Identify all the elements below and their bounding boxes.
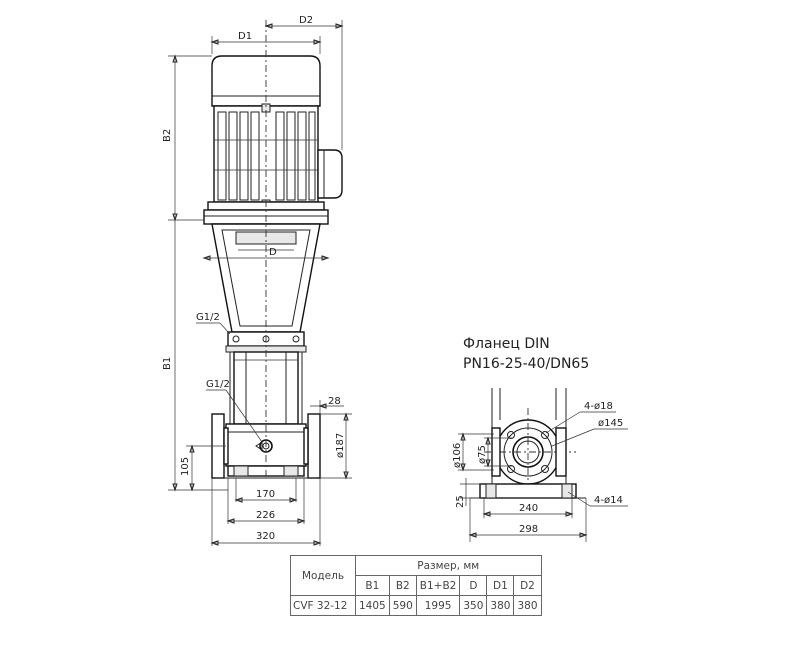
label-holes: 4-ø18 [584,401,613,412]
spec-table: Модель Размер, мм B1 B2 B1+B2 D D1 D2 CV… [290,555,542,616]
header-model: Модель [290,555,356,596]
label-106: ø106 [452,443,463,468]
col-d1: D1 [486,575,515,596]
cell-d2: 380 [513,595,542,616]
flange-title-line1: Фланец DIN [463,336,550,352]
terminal-box [317,149,343,199]
label-226: 226 [256,510,275,521]
label-base-holes: 4-ø14 [594,495,623,506]
pump-front-view [203,20,343,480]
cell-b1b2: 1995 [415,595,461,616]
label-145: ø145 [598,418,623,429]
cell-b2: 590 [388,595,417,616]
col-b1: B1 [355,575,390,596]
label-170: 170 [256,489,275,500]
outlet-flange [307,413,321,479]
label-b2: B2 [162,129,173,142]
flange-view: Фланец DIN PN16-25-40/DN65 ø106 [452,336,628,542]
cell-b1: 1405 [355,595,390,616]
pump-dimensions: D1 D2 B2 B1 105 D G1/2 G1/2 [162,15,352,546]
label-240: 240 [519,503,538,514]
header-size: Размер, мм [355,555,542,576]
label-g-lower: G1/2 [206,379,230,390]
label-b1: B1 [162,357,173,370]
label-d2: D2 [299,15,313,26]
table-row: CVF 32-12 1405 590 1995 350 380 380 [290,595,542,616]
table-header-row: Модель Размер, мм [290,555,542,596]
label-28: 28 [328,396,341,407]
flange-bore [512,436,544,468]
label-298: 298 [519,524,538,535]
table-columns-row: B1 B2 B1+B2 D D1 D2 [291,575,542,596]
col-d: D [459,575,488,596]
label-25: 25 [455,495,466,508]
label-d1: D1 [238,31,252,42]
cell-d: 350 [459,595,488,616]
label-187: ø187 [335,433,346,458]
cell-model: CVF 32-12 [290,595,356,616]
cell-d1: 380 [486,595,515,616]
flange-title-line2: PN16-25-40/DN65 [463,356,589,372]
label-d: D [269,247,277,258]
label-320: 320 [256,531,275,542]
col-b1b2: B1+B2 [415,575,461,596]
col-b2: B2 [388,575,417,596]
label-g-upper: G1/2 [196,312,220,323]
label-75: ø75 [477,445,488,464]
label-105: 105 [180,457,191,476]
col-d2: D2 [513,575,542,596]
